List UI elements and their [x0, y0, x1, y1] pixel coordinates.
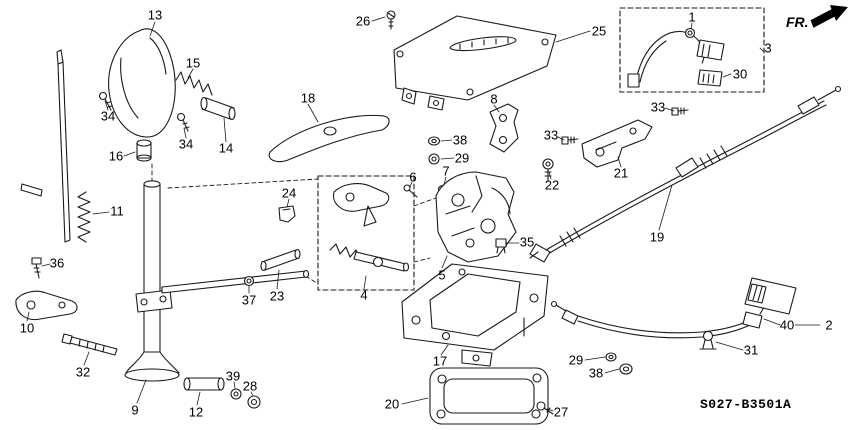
callout-3: 3 [764, 40, 772, 56]
callout-30: 30 [732, 66, 748, 82]
part-6-bolt [403, 184, 418, 198]
callout-9: 9 [131, 402, 139, 418]
callout-20: 20 [384, 396, 400, 412]
callout-19: 19 [649, 229, 665, 245]
callout-26: 26 [355, 13, 371, 29]
part-29a-nut [428, 153, 440, 165]
diagram-code: S027-B3501A [700, 397, 792, 412]
callout-27: 27 [553, 404, 569, 420]
part-18-blade [268, 114, 390, 163]
part-14-bushing [200, 96, 236, 121]
part-29b-washer [605, 352, 617, 362]
part-25-upper-cover [393, 15, 557, 111]
part-32-bolt [61, 333, 118, 356]
callout-2: 2 [825, 317, 833, 333]
part-16-button [136, 139, 152, 162]
part-34b-screw [176, 112, 190, 132]
callout-12: 12 [188, 404, 204, 420]
callout-21: 21 [613, 165, 629, 181]
callout-37: 37 [241, 292, 257, 308]
part-33b-bolt [561, 136, 579, 145]
part-37-washer [243, 275, 255, 287]
part-4-rod-assembly [329, 183, 410, 272]
part-22-bolt [542, 158, 554, 181]
callout-34-2: 34 [178, 136, 194, 152]
callout-6: 6 [409, 169, 417, 185]
callout-40: 40 [779, 317, 795, 333]
part-2-cable-assembly [550, 277, 797, 339]
fr-arrow-icon [810, 5, 848, 28]
part-26-screw [386, 10, 396, 30]
callout-35: 35 [519, 234, 535, 250]
callout-33-1: 33 [650, 99, 666, 115]
callout-38-2: 38 [588, 365, 604, 381]
part-19-control-cable [529, 85, 842, 263]
part-39-nut [230, 388, 242, 400]
callout-31: 31 [743, 342, 759, 358]
part-34a-screw [98, 91, 113, 111]
callout-13: 13 [147, 7, 163, 23]
part-20-gasket [429, 367, 549, 425]
part-10-bracket [15, 290, 78, 321]
callout-8: 8 [490, 91, 498, 107]
callout-24: 24 [281, 185, 297, 201]
callout-23: 23 [269, 288, 285, 304]
callout-14: 14 [218, 140, 234, 156]
callout-25: 25 [591, 23, 607, 39]
callout-7: 7 [442, 163, 450, 179]
part-15-spring [175, 71, 213, 96]
part-33a-bolt [671, 107, 689, 116]
callout-38-1: 38 [452, 132, 468, 148]
part-13-shift-knob [108, 28, 176, 138]
callout-18: 18 [300, 90, 316, 106]
callout-15: 15 [185, 55, 201, 71]
callout-33-2: 33 [543, 127, 559, 143]
part-30-connector [697, 69, 723, 87]
callout-29-2: 29 [568, 352, 584, 368]
callout-1: 1 [688, 9, 696, 25]
detail-box-4 [317, 175, 415, 291]
part-31-clip [699, 330, 717, 350]
part-21-bracket [581, 119, 653, 168]
callout-5: 5 [438, 267, 446, 283]
callout-17: 17 [432, 353, 448, 369]
callout-16: 16 [108, 148, 124, 164]
part-12-pin [183, 377, 225, 391]
callout-11: 11 [110, 203, 124, 219]
callout-10: 10 [19, 320, 35, 336]
part-1-ring [684, 27, 696, 39]
callout-34-1: 34 [100, 108, 116, 124]
fr-label: FR. [786, 14, 809, 30]
detail-box-3 [619, 7, 765, 93]
callout-22: 22 [544, 177, 560, 193]
callout-39: 39 [225, 368, 241, 384]
part-28-nut [247, 395, 261, 409]
part-24-clip [278, 205, 296, 223]
part-17-base-plate [401, 263, 549, 367]
leader-lines [26, 16, 821, 412]
part-36-bolt [31, 257, 42, 279]
part-23-pin [260, 248, 301, 272]
callout-28: 28 [242, 378, 258, 394]
part-8-bracket [489, 103, 519, 153]
part-38b-washer [619, 363, 633, 375]
callout-36: 36 [49, 255, 65, 271]
part-rod-left [20, 49, 71, 243]
part-3-harness [627, 27, 725, 88]
callout-4: 4 [360, 287, 368, 303]
part-38a-washer [427, 136, 441, 146]
callout-32: 32 [75, 364, 91, 380]
part-9-shift-lever [124, 180, 310, 382]
part-11-spring [77, 191, 91, 243]
part-27-bolt [536, 401, 554, 415]
callout-29-1: 29 [454, 150, 470, 166]
